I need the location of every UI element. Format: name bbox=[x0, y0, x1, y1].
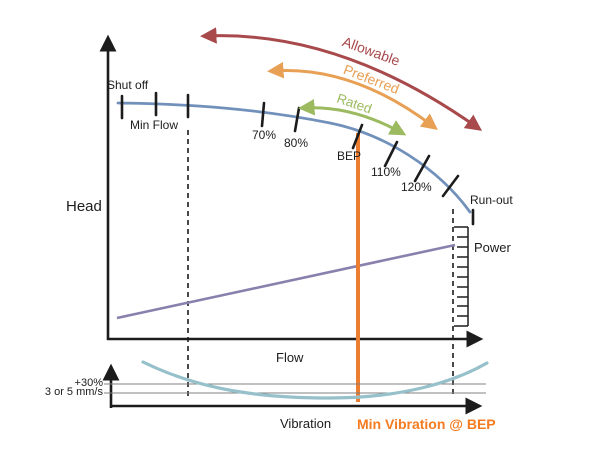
power-label: Power bbox=[474, 240, 511, 255]
vibration-curve bbox=[141, 360, 489, 400]
power-line bbox=[116, 243, 456, 320]
tick-70 bbox=[260, 101, 266, 128]
allowable-arrow bbox=[200, 27, 483, 131]
preferred-arrow bbox=[267, 61, 438, 131]
head-axis-label: Head bbox=[66, 198, 102, 215]
vibration-axis-label: Vibration bbox=[280, 416, 332, 431]
min-vibration-annotation: Min Vibration @ BEP bbox=[357, 416, 496, 432]
min-flow-label: Min Flow bbox=[130, 118, 179, 132]
bep-label: BEP bbox=[337, 149, 362, 163]
flow-70-label: 70% bbox=[252, 128, 277, 142]
rated-arrow bbox=[298, 99, 407, 136]
flow-110-label: 110% bbox=[371, 165, 401, 179]
flow-80-label: 80% bbox=[284, 136, 309, 150]
vibration-base-label: 3 or 5 mm/s bbox=[44, 386, 103, 398]
tick-120 bbox=[413, 154, 431, 183]
run-out-label: Run-out bbox=[470, 193, 513, 207]
tick-80 bbox=[293, 106, 301, 133]
shut-off-label: Shut off bbox=[107, 78, 149, 92]
vibration-limit-label: +30% bbox=[74, 377, 103, 389]
flow-axis-label: Flow bbox=[276, 350, 304, 365]
power-scale bbox=[454, 226, 469, 327]
tick-run-out bbox=[441, 174, 460, 198]
curve-ticks bbox=[120, 91, 475, 226]
flow-120-label: 120% bbox=[401, 180, 432, 194]
tick-110 bbox=[383, 140, 399, 168]
